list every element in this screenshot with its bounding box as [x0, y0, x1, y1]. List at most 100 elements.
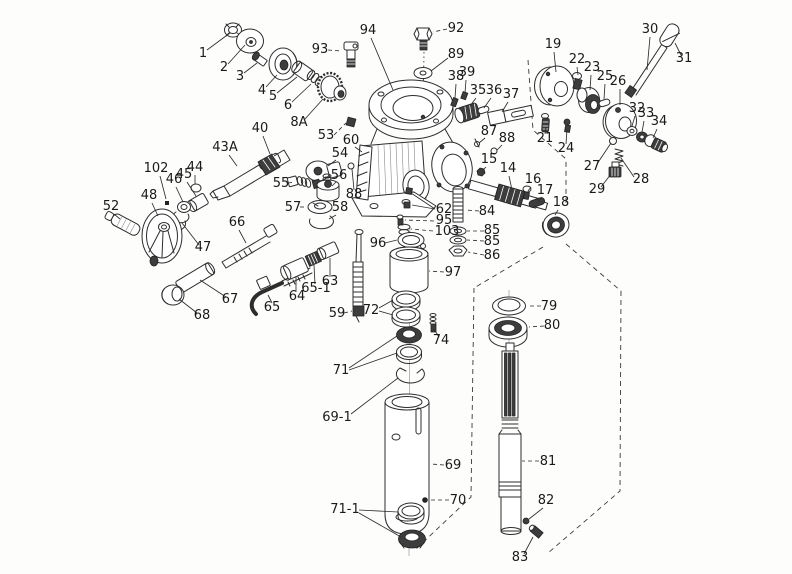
- part-label-60: 60: [343, 133, 360, 148]
- part-71-ring: [396, 344, 422, 364]
- leader-line-66: [238, 229, 247, 244]
- part-96-seal-ring: [397, 232, 426, 249]
- part-46-washer: [177, 201, 191, 213]
- part-label-25: 25: [597, 69, 614, 84]
- leader-line-14: [508, 175, 513, 191]
- part-label-34: 34: [651, 114, 668, 129]
- leader-line-72: [378, 299, 394, 309]
- leader-line-34: [652, 128, 658, 139]
- leader-line-65: [267, 294, 273, 304]
- part-30-rod: [624, 43, 668, 98]
- part-label-52: 52: [103, 199, 120, 214]
- part-71-1-bearing: [398, 529, 426, 549]
- part-label-28: 28: [633, 172, 650, 187]
- part-79-ring: [492, 296, 526, 316]
- leader-line-82: [528, 507, 544, 520]
- leader-line-3: [243, 62, 258, 74]
- part-label-33: 33: [638, 106, 655, 121]
- leader-line-68: [178, 298, 198, 314]
- leader-line-95: [404, 219, 435, 222]
- leader-line-43A: [228, 154, 238, 167]
- part-88-screw-left: [347, 162, 355, 170]
- leader-line-45: [186, 181, 197, 197]
- part-69-1-snap-ring: [395, 367, 425, 384]
- leader-line-55: [287, 181, 296, 184]
- part-label-46: 46: [166, 172, 183, 187]
- part-label-27: 27: [584, 159, 601, 174]
- part-label-31: 31: [676, 51, 693, 66]
- part-70-screw: [422, 497, 428, 503]
- group-boundary-lines: [415, 59, 622, 554]
- part-label-85: 85: [484, 234, 501, 249]
- leader-line-33: [641, 120, 645, 133]
- leader-line-22: [576, 66, 579, 76]
- leader-line-21: [544, 126, 547, 135]
- part-label-16: 16: [525, 172, 542, 187]
- part-label-8A: 8A: [290, 115, 307, 130]
- part-label-39: 39: [459, 65, 476, 80]
- part-80-bearing: [488, 316, 528, 348]
- part-65-1-knurled-nut: [304, 250, 322, 267]
- part-label-24: 24: [558, 141, 575, 156]
- leader-line-71-1: [358, 509, 399, 513]
- part-label-48: 48: [141, 188, 158, 203]
- part-label-68: 68: [194, 308, 211, 323]
- leader-line-84: [464, 209, 480, 212]
- part-label-66: 66: [229, 215, 246, 230]
- leader-line-58: [328, 214, 337, 220]
- part-34-bolt: [644, 134, 669, 153]
- part-58-snap-ring: [308, 215, 334, 230]
- leader-line-16: [527, 186, 532, 192]
- part-62-set-screw-b: [403, 201, 411, 209]
- leader-line-2: [227, 44, 246, 65]
- part-63-cylinder: [316, 241, 340, 260]
- part-label-14: 14: [500, 161, 517, 176]
- leader-line-40: [262, 135, 271, 155]
- leader-line-83: [523, 536, 534, 555]
- part-label-53: 53: [318, 128, 335, 143]
- part-97-cup: [389, 246, 429, 294]
- part-4-hub: [268, 47, 298, 81]
- leader-line-18: [554, 209, 559, 216]
- leader-line-4: [265, 74, 278, 88]
- leader-line-69-1: [350, 377, 399, 415]
- part-36-key: [477, 105, 490, 115]
- part-label-71: 71: [333, 363, 350, 378]
- part-label-63: 63: [322, 274, 339, 289]
- leader-line-15: [481, 166, 487, 172]
- part-label-92: 92: [448, 21, 465, 36]
- part-72-ring-lower: [391, 306, 421, 328]
- part-label-65-1: 65-1: [301, 281, 331, 296]
- part-label-72: 72: [363, 303, 380, 318]
- leader-line-71: [348, 335, 398, 369]
- part-3-screw: [251, 51, 268, 67]
- leader-line-97: [428, 270, 445, 273]
- part-8a-gear: [316, 71, 347, 103]
- part-label-29: 29: [589, 182, 606, 197]
- part-label-32: 32: [629, 101, 646, 116]
- part-19-bell-housing: [534, 65, 575, 107]
- part-38-screw: [450, 97, 459, 108]
- leader-line-1: [206, 32, 231, 51]
- part-57-washer: [307, 200, 333, 214]
- part-27-ring: [609, 137, 617, 145]
- leader-line-39: [464, 79, 467, 94]
- leader-line-32: [631, 115, 636, 127]
- part-label-82: 82: [538, 493, 555, 508]
- part-label-1: 1: [199, 46, 207, 61]
- leader-line-93: [327, 49, 343, 52]
- leader-line-87: [478, 137, 486, 144]
- leader-line-29: [600, 173, 612, 188]
- leader-line-62: [411, 204, 436, 210]
- part-label-58: 58: [332, 200, 349, 215]
- part-label-40: 40: [252, 121, 269, 136]
- leader-line-17: [537, 196, 543, 203]
- part-label-3: 3: [236, 69, 244, 84]
- part-label-43A: 43A: [212, 140, 238, 155]
- part-66-bolt: [221, 223, 278, 269]
- part-label-62: 62: [436, 202, 453, 217]
- part-62-set-screw-a: [405, 187, 413, 195]
- part-label-30: 30: [642, 22, 659, 37]
